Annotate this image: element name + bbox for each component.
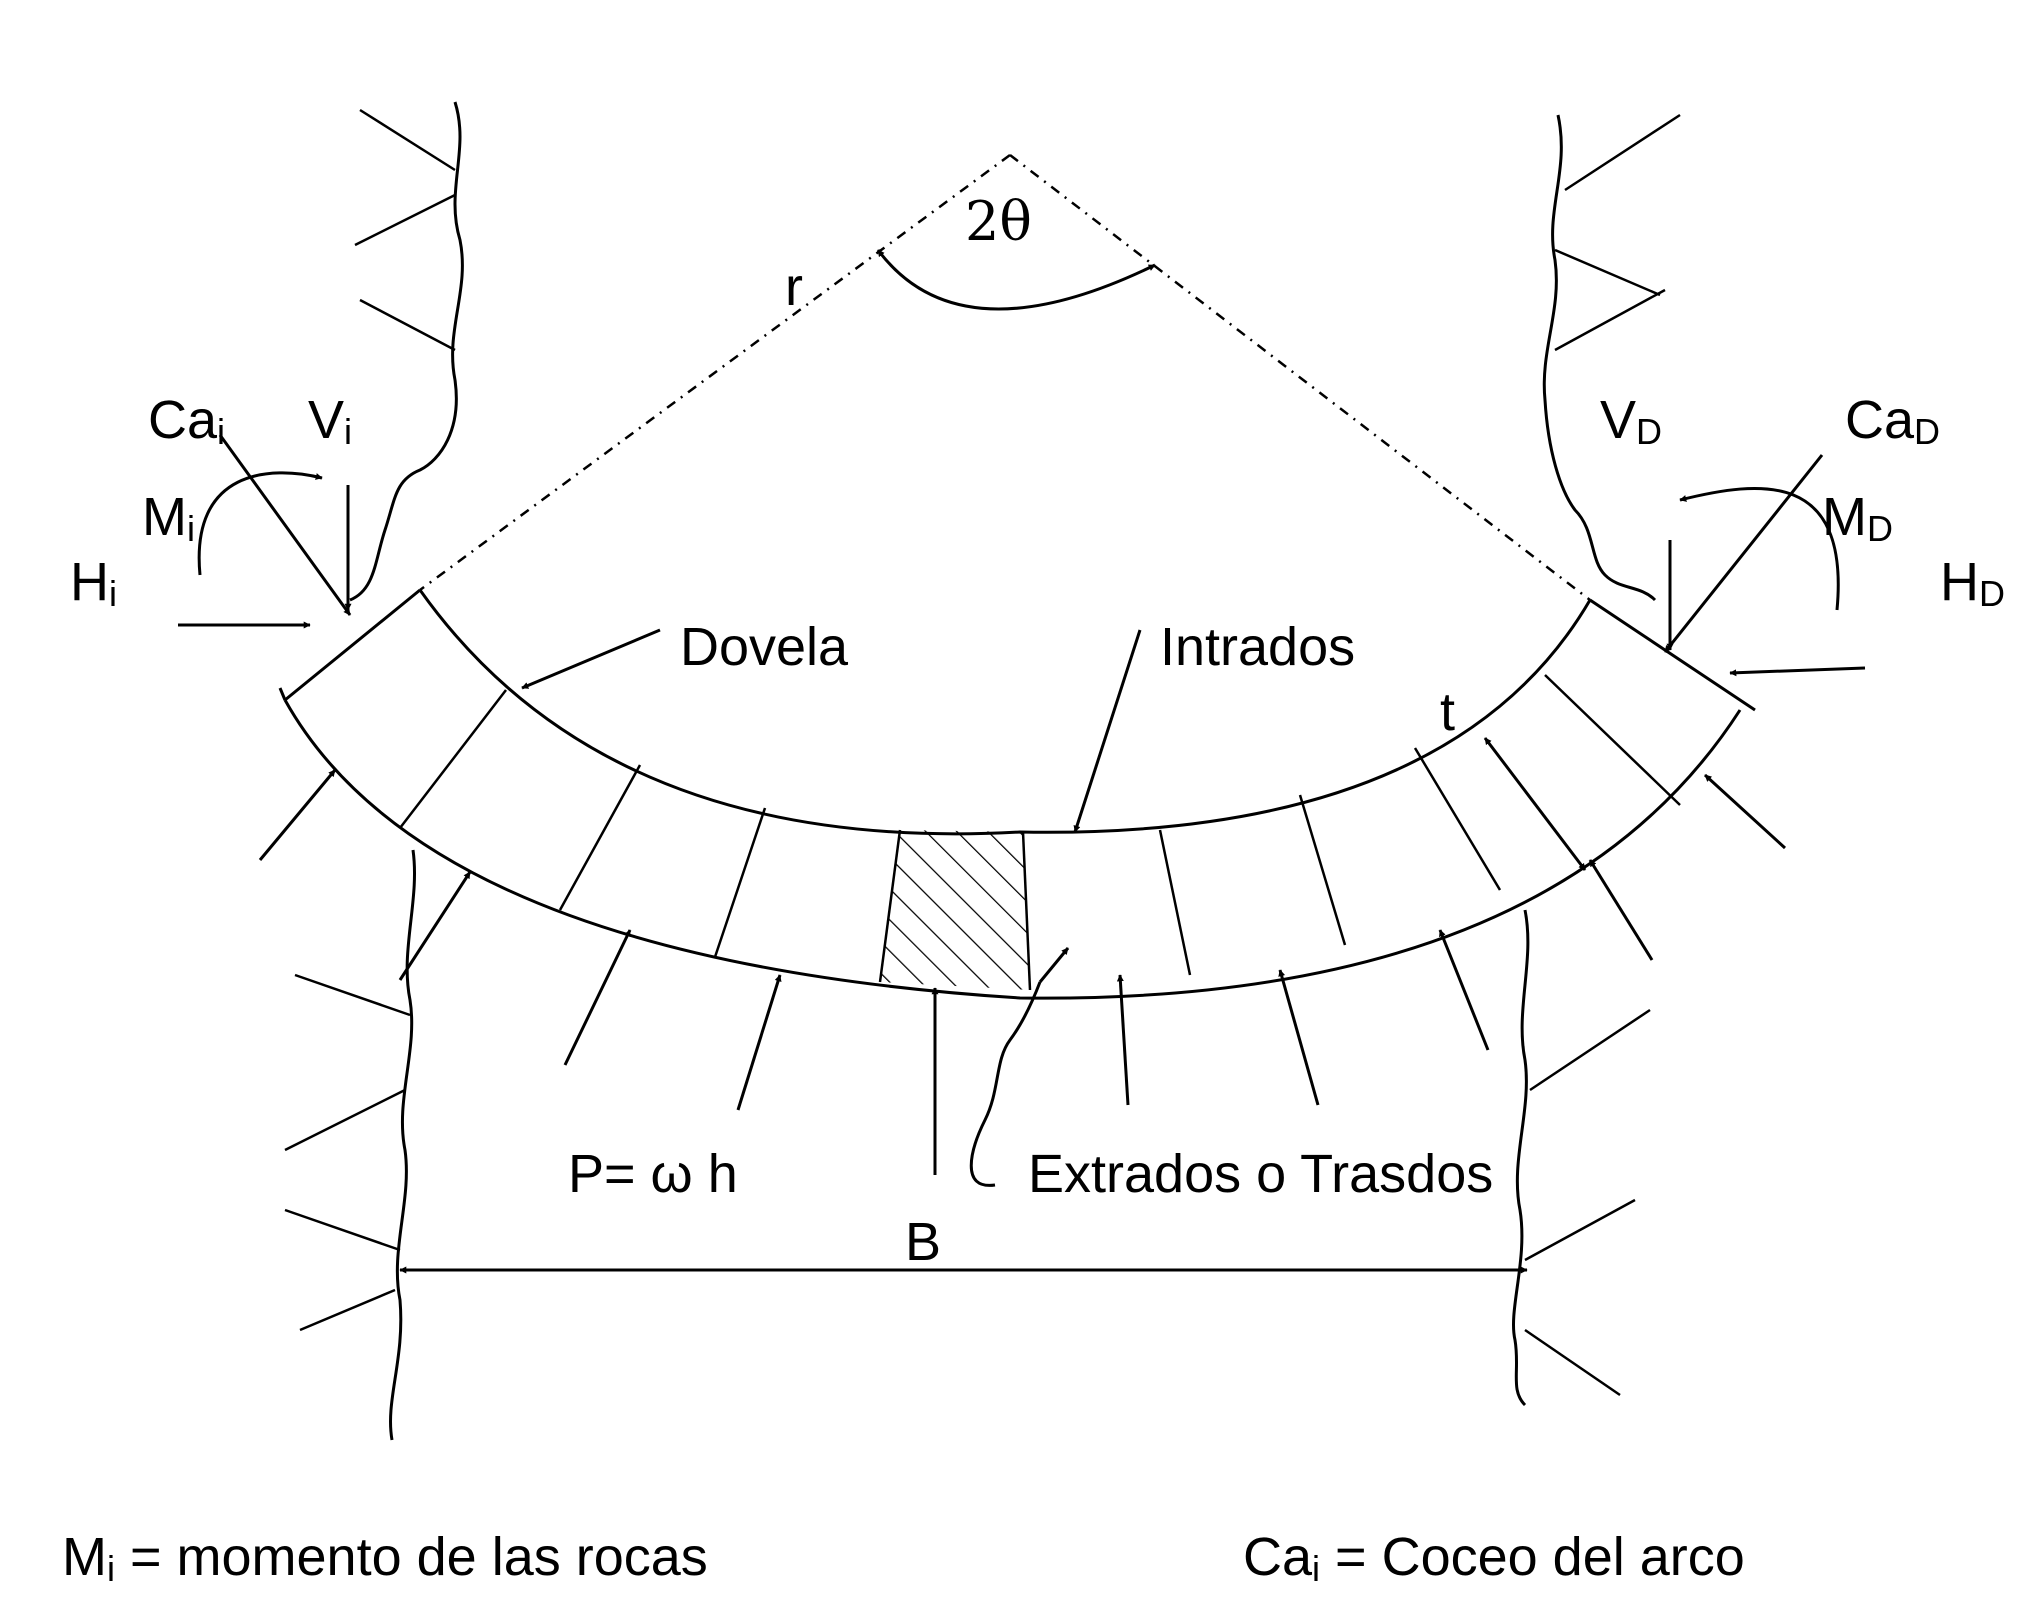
- span-label: B: [905, 1212, 941, 1272]
- ca-d-arrow: [1663, 454, 1824, 653]
- right-rock-wall-upper: [1542, 113, 1681, 602]
- ca-d-label: CaD: [1845, 390, 1940, 452]
- v-i-label: Vi: [308, 390, 352, 452]
- h-d-arrow: [1729, 666, 1866, 677]
- pressure-arrows: [258, 769, 1787, 1175]
- v-d-label: VD: [1600, 390, 1662, 452]
- pressure-label: P= ω h: [568, 1144, 738, 1204]
- m-i-arrow: [197, 471, 323, 576]
- hatched-dovela: [880, 830, 1030, 990]
- m-i-label: Mi: [142, 487, 195, 549]
- dovela-label: Dovela: [680, 617, 849, 677]
- m-d-label: MD: [1822, 487, 1893, 549]
- left-support-forces: [178, 434, 352, 629]
- thickness-arrow: [1483, 737, 1587, 871]
- intrados-leader: [1073, 629, 1142, 833]
- angle-arc: [876, 249, 1156, 311]
- right-rock-wall-lower: [1511, 909, 1651, 1407]
- h-d-label: HD: [1940, 552, 2005, 614]
- intrados-curve: [418, 589, 1592, 836]
- radius-lines: [419, 153, 1591, 601]
- m-d-arrow: [1679, 487, 1840, 611]
- extrados-leader-head: [1038, 947, 1070, 983]
- dovela-leader: [521, 628, 661, 690]
- extrados-leader: [969, 981, 1042, 1187]
- left-rock-wall-lower: [284, 849, 417, 1441]
- right-support-forces: [1663, 454, 1866, 677]
- radius-label: r: [785, 257, 803, 317]
- ca-i-label: Cai: [148, 390, 225, 452]
- legend-mi: Mi = momento de las rocas: [62, 1527, 708, 1589]
- intrados-label: Intrados: [1160, 617, 1355, 677]
- h-i-label: Hi: [70, 552, 117, 614]
- ca-i-arrow: [218, 434, 352, 616]
- legend-cai: Cai = Coceo del arco: [1243, 1527, 1745, 1589]
- two-theta-label: 2θ: [965, 190, 1032, 253]
- left-rock-wall-upper: [349, 101, 464, 602]
- extrados-label: Extrados o Trasdos: [1028, 1144, 1493, 1204]
- thickness-label: t: [1440, 682, 1455, 742]
